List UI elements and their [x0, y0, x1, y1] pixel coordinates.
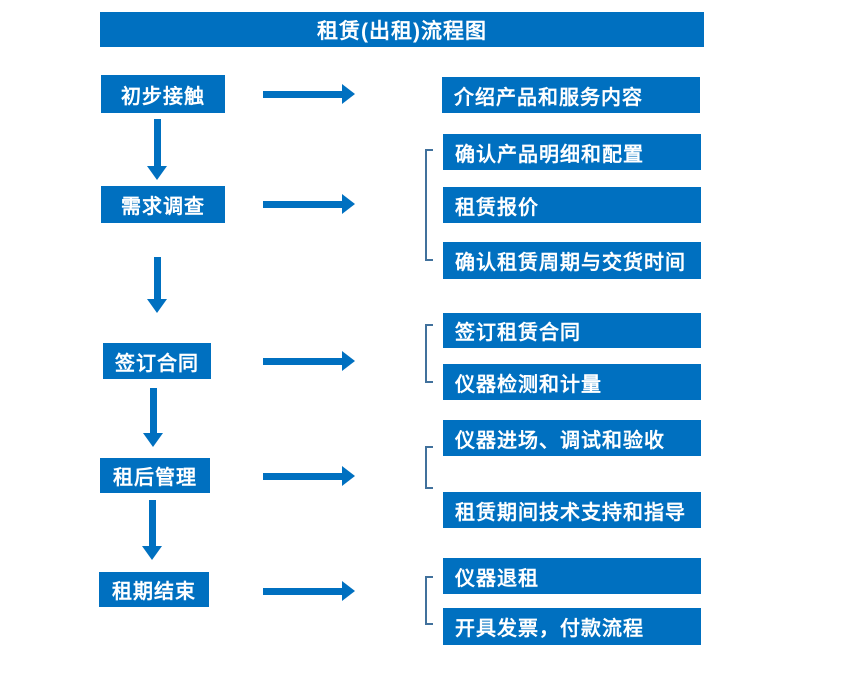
arrow-down-icon: [142, 500, 162, 560]
arrow-head: [342, 351, 355, 371]
arrow-shaft: [263, 472, 343, 480]
detail-box-instrument-return: 仪器退租: [443, 558, 701, 594]
arrow-shaft: [153, 257, 161, 300]
detail-box-intro-products-services: 介绍产品和服务内容: [442, 77, 700, 113]
arrow-shaft: [263, 587, 343, 595]
detail-box-instrument-setup-acceptance: 仪器进场、调试和验收: [443, 420, 701, 456]
group-bracket: [425, 576, 433, 625]
group-bracket: [425, 149, 433, 261]
step-box-demand-survey: 需求调查: [101, 186, 225, 223]
detail-box-rental-tech-support: 租赁期间技术支持和指导: [443, 492, 701, 528]
detail-box-sign-rental-contract: 签订租赁合同: [443, 313, 701, 348]
arrow-shaft: [263, 357, 343, 365]
detail-box-rental-quote: 租赁报价: [443, 187, 701, 223]
step-box-rental-end: 租期结束: [99, 572, 209, 607]
arrow-head: [342, 84, 355, 104]
step-box-initial-contact: 初步接触: [101, 75, 225, 113]
arrow-shaft: [263, 200, 343, 208]
step-box-post-rental-management: 租后管理: [100, 458, 210, 493]
arrow-head: [147, 299, 167, 313]
arrow-right-icon: [263, 351, 355, 371]
arrow-head: [342, 466, 355, 486]
arrow-shaft: [263, 90, 343, 98]
detail-box-confirm-rental-period-delivery: 确认租赁周期与交货时间: [443, 242, 701, 279]
arrow-head: [147, 166, 167, 180]
detail-box-invoice-payment: 开具发票，付款流程: [443, 608, 701, 645]
step-box-sign-contract: 签订合同: [103, 343, 211, 379]
group-bracket: [425, 446, 433, 489]
arrow-head: [143, 433, 163, 447]
arrow-shaft: [153, 119, 161, 167]
arrow-down-icon: [147, 257, 167, 313]
arrow-right-icon: [263, 581, 355, 601]
arrow-right-icon: [263, 84, 355, 104]
arrow-down-icon: [143, 388, 163, 447]
arrow-right-icon: [263, 194, 355, 214]
arrow-head: [342, 194, 355, 214]
arrow-head: [142, 546, 162, 560]
group-bracket: [425, 324, 433, 383]
arrow-down-icon: [147, 119, 167, 180]
arrow-shaft: [149, 388, 157, 434]
diagram-title: 租赁(出租)流程图: [100, 12, 704, 47]
arrow-head: [342, 581, 355, 601]
arrow-right-icon: [263, 466, 355, 486]
arrow-shaft: [148, 500, 156, 547]
detail-box-instrument-inspection-metering: 仪器检测和计量: [443, 364, 701, 400]
detail-box-confirm-product-config: 确认产品明细和配置: [443, 134, 701, 170]
